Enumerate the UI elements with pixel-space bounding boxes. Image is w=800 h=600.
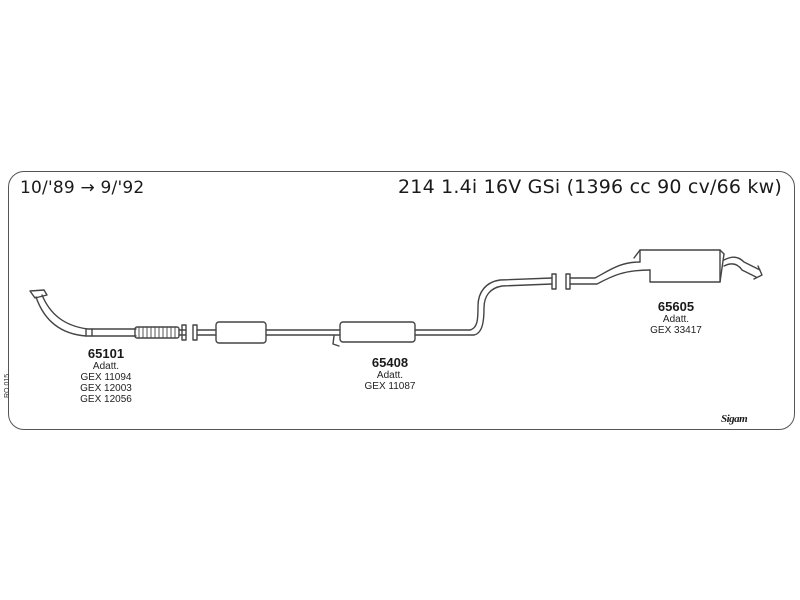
front-downpipe	[29, 289, 137, 337]
part-number: 65605	[657, 299, 695, 314]
part-ref: GEX 11094	[80, 372, 132, 383]
part-label-65101: 65101 Adatt. GEX 11094 GEX 12003 GEX 120…	[64, 346, 148, 405]
flexible-joint	[134, 324, 187, 341]
part-number: 65408	[371, 355, 409, 370]
part-ref: GEX 33417	[650, 325, 702, 336]
date-range: 10/'89 → 9/'92	[20, 178, 145, 198]
part-note: Adatt.	[662, 314, 690, 325]
model-title: 214 1.4i 16V GSi (1396 cc 90 cv/66 kw)	[398, 176, 782, 198]
brand-logo: Sigam	[721, 413, 748, 425]
part-ref: GEX 12056	[80, 394, 132, 405]
part-note: Adatt.	[376, 370, 404, 381]
rear-silencer	[565, 249, 763, 290]
part-label-65408: 65408 Adatt. GEX 11087	[352, 355, 428, 392]
part-ref: GEX 11087	[364, 381, 416, 392]
flange-joint	[192, 324, 217, 341]
diagram-frame	[8, 171, 795, 430]
part-note: Adatt.	[92, 361, 120, 372]
intermediate-section	[215, 273, 557, 347]
part-label-65605: 65605 Adatt. GEX 33417	[634, 299, 718, 336]
part-ref: GEX 12003	[80, 383, 132, 394]
part-number: 65101	[87, 346, 125, 361]
